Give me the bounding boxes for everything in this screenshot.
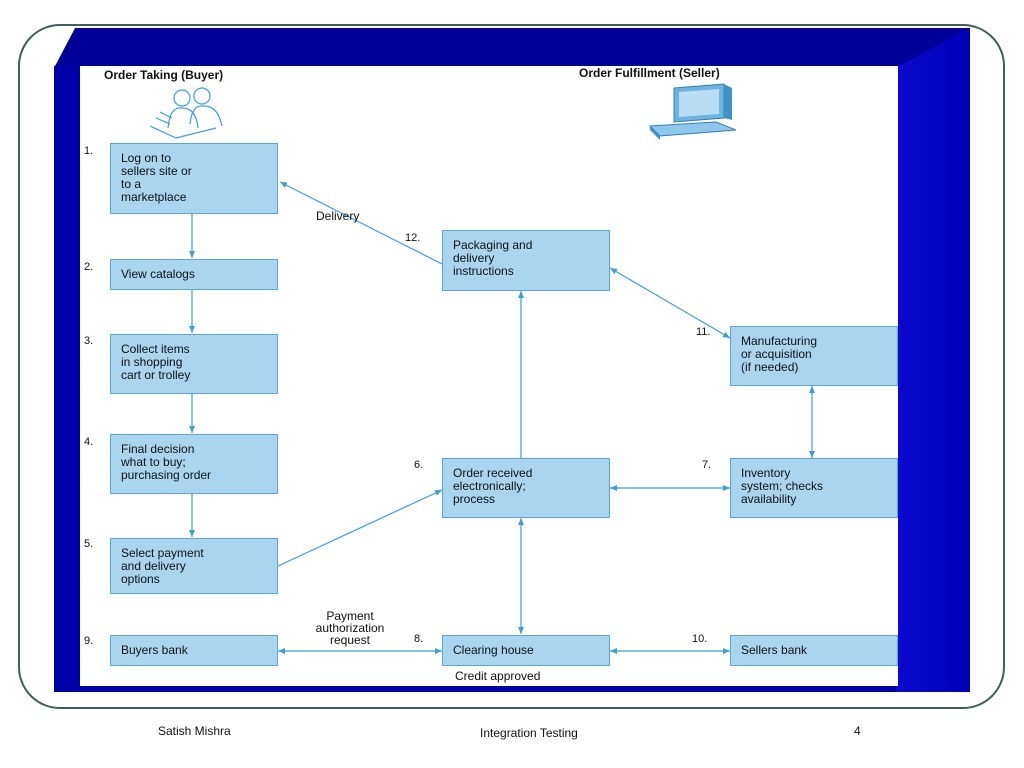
step-number-7: 7. xyxy=(702,459,712,471)
box-clearing-house: Clearing house xyxy=(442,635,610,666)
box-sellers-bank: Sellers bank xyxy=(730,635,898,666)
box-final-decision: Final decision what to buy; purchasing o… xyxy=(110,434,278,494)
box-buyers-bank: Buyers bank xyxy=(110,635,278,666)
step-number-2: 2. xyxy=(84,261,94,273)
footer-author: Satish Mishra xyxy=(158,724,231,738)
label-payment-authorization: Payment authorization request xyxy=(315,609,385,647)
computer-icon xyxy=(648,83,737,140)
slide-frame xyxy=(18,24,1005,709)
step-number-8: 8. xyxy=(414,633,424,645)
label-delivery: Delivery xyxy=(316,209,360,223)
box-packaging: Packaging and delivery instructions xyxy=(442,230,610,291)
step-number-11: 11. xyxy=(696,326,711,338)
step-number-6: 6. xyxy=(414,459,424,471)
step-number-4: 4. xyxy=(84,436,94,448)
box-view-catalogs: View catalogs xyxy=(110,259,278,290)
slab-side-bevel xyxy=(896,28,970,692)
box-inventory: Inventory system; checks availability xyxy=(730,458,898,518)
step-number-3: 3. xyxy=(84,335,94,347)
box-select-payment: Select payment and delivery options xyxy=(110,538,278,594)
box-collect-items: Collect items in shopping cart or trolle… xyxy=(110,334,278,394)
arrow-12-1 xyxy=(279,181,443,265)
arrow-12-11 xyxy=(609,267,731,339)
header-buyer: Order Taking (Buyer) xyxy=(104,68,224,82)
step-number-1: 1. xyxy=(84,145,94,157)
label-credit-approved: Credit approved xyxy=(455,669,541,683)
slab-top-bevel xyxy=(54,28,970,68)
header-seller: Order Fulfillment (Seller) xyxy=(579,66,720,80)
box-manufacturing: Manufacturing or acquisition (if needed) xyxy=(730,326,898,386)
people-icon xyxy=(149,87,223,139)
step-number-10: 10. xyxy=(692,633,708,645)
box-order-received: Order received electronically; process xyxy=(442,458,610,518)
arrow-5-6 xyxy=(277,489,443,567)
step-number-5: 5. xyxy=(84,538,94,550)
box-log-on: Log on to sellers site or to a marketpla… xyxy=(110,143,278,214)
footer-page-number: 4 xyxy=(854,724,861,738)
step-number-12: 12. xyxy=(405,232,421,244)
footer-title: Integration Testing xyxy=(480,726,578,740)
step-number-9: 9. xyxy=(84,635,94,647)
